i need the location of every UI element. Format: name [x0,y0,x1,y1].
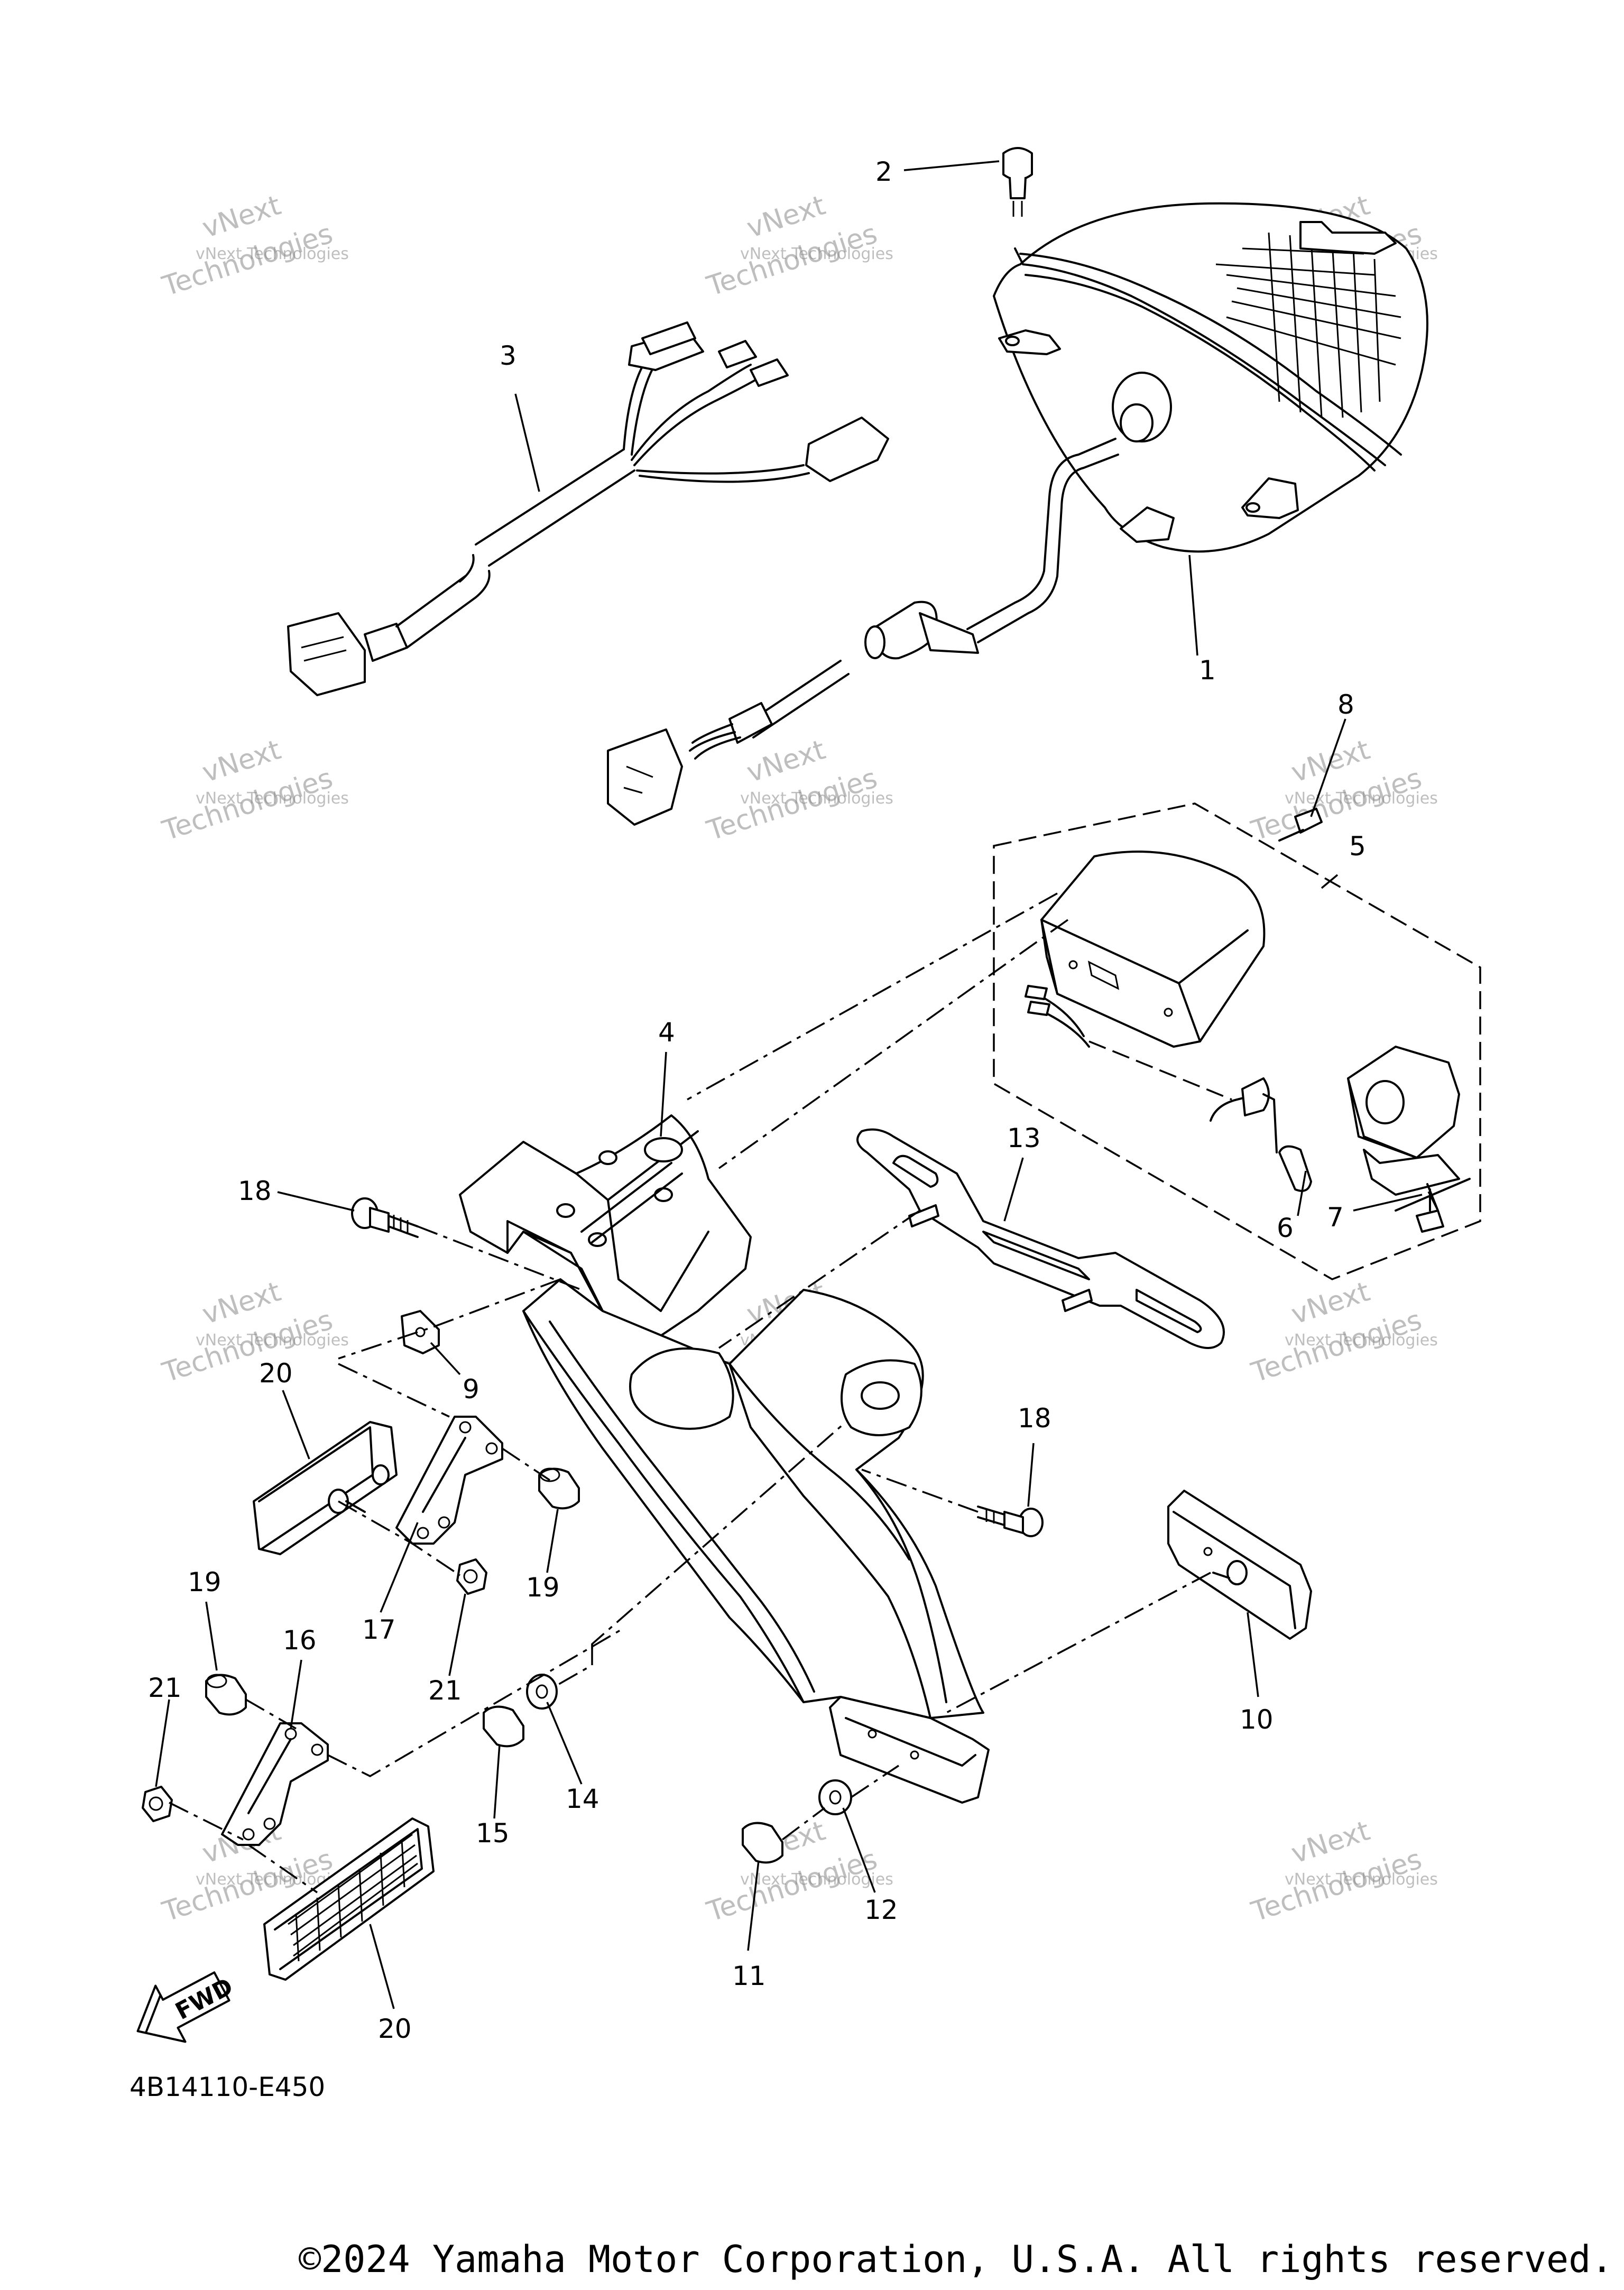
part-label-4: 4 [658,1017,675,1048]
part-18-bolt-lower [977,1506,1044,1537]
watermark: vNext Technologies vNext Technologies [159,1276,349,1389]
watermark: vNext Technologies vNext Technologies [1248,1815,1438,1928]
part-label-15: 15 [476,1818,510,1849]
part-label-2: 2 [875,156,892,187]
part-label-18-lower: 18 [1018,1403,1051,1434]
watermark-text: vNext Technologies [196,789,349,808]
watermark-text: vNext Technologies [1285,1331,1438,1350]
watermark-text: vNext Technologies [196,1331,349,1350]
part-label-14: 14 [566,1784,599,1814]
part-label-3: 3 [500,340,516,371]
part-21-nut-lower [142,1786,173,1822]
part-label-6: 6 [1277,1213,1294,1243]
part-8-screw [1278,808,1323,842]
part-16-stay [221,1722,329,1846]
part-19-nut-right [538,1467,580,1510]
part-labels: 2 3 1 8 5 4 13 18 6 7 9 20 18 19 17 19 1… [148,156,1366,2044]
part-label-11: 11 [732,1961,766,1991]
part-label-18: 18 [238,1176,272,1206]
watermark: vNext Technologies vNext Technologies [159,734,349,847]
part-7-screw [1416,1188,1444,1233]
part-label-19: 19 [526,1572,560,1603]
part-label-20-lower: 20 [378,2014,412,2044]
part-1-cable [607,438,1119,826]
fwd-arrow-icon: FWD [136,1971,237,2043]
part-label-17: 17 [362,1614,396,1645]
part-label-5: 5 [1349,831,1366,862]
watermark: vNext Technologies vNext Technologies [703,189,893,302]
part-17-stay [395,1416,503,1545]
watermark: vNext Technologies vNext Technologies [159,189,349,302]
part-15-nut [483,1705,524,1748]
part-5-assembly [993,802,1481,1280]
copyright-notice: ©2024 Yamaha Motor Corporation, U.S.A. A… [299,2238,1613,2281]
part-label-21: 21 [428,1675,462,1706]
watermark: vNext Technologies vNext Technologies [1248,734,1438,847]
watermark-text: vNext Technologies [740,245,893,263]
watermark-text: vNext Technologies [196,245,349,263]
part-20-reflector-upper [253,1421,398,1555]
part-label-1: 1 [1199,655,1216,686]
part-1-taillight [993,202,1428,553]
part-10-reflector [1167,1490,1312,1640]
part-label-16: 16 [283,1625,317,1656]
watermark-text: vNext Technologies [1285,789,1438,808]
part-13-bracket [856,1128,1225,1349]
watermark-text: vNext Technologies [1285,1870,1438,1889]
part-label-21-lower: 21 [148,1673,182,1703]
leader-lines [155,160,1423,2009]
part-11-nut [742,1822,783,1864]
diagram-code: 4B14110-E450 [130,2072,325,2102]
watermark: vNext Technologies vNext Technologies [703,734,893,847]
part-9-clip [401,1310,440,1354]
reflector-texture [288,1833,418,1962]
part-21-nut-upper [456,1558,487,1595]
part-label-8: 8 [1337,689,1354,720]
part-18-bolt-upper [351,1197,419,1238]
watermark-text: vNext Technologies [740,789,893,808]
part-label-19-lower: 19 [188,1567,222,1598]
part-3-harness [287,321,889,696]
part-14-washer [526,1674,558,1710]
part-label-10: 10 [1240,1704,1274,1735]
part-4-fender [459,1114,990,1804]
part-2-bolt [1002,147,1033,217]
part-label-12: 12 [864,1895,898,1925]
part-label-13: 13 [1007,1123,1041,1153]
part-label-20: 20 [259,1358,293,1389]
assembly-lines [169,892,1439,1894]
part-label-9: 9 [463,1374,479,1405]
part-20-reflector-lower [263,1817,435,1981]
part-19-nut-left [205,1674,247,1716]
part-label-7: 7 [1327,1202,1344,1233]
watermark: vNext Technologies vNext Technologies [1248,1276,1438,1389]
